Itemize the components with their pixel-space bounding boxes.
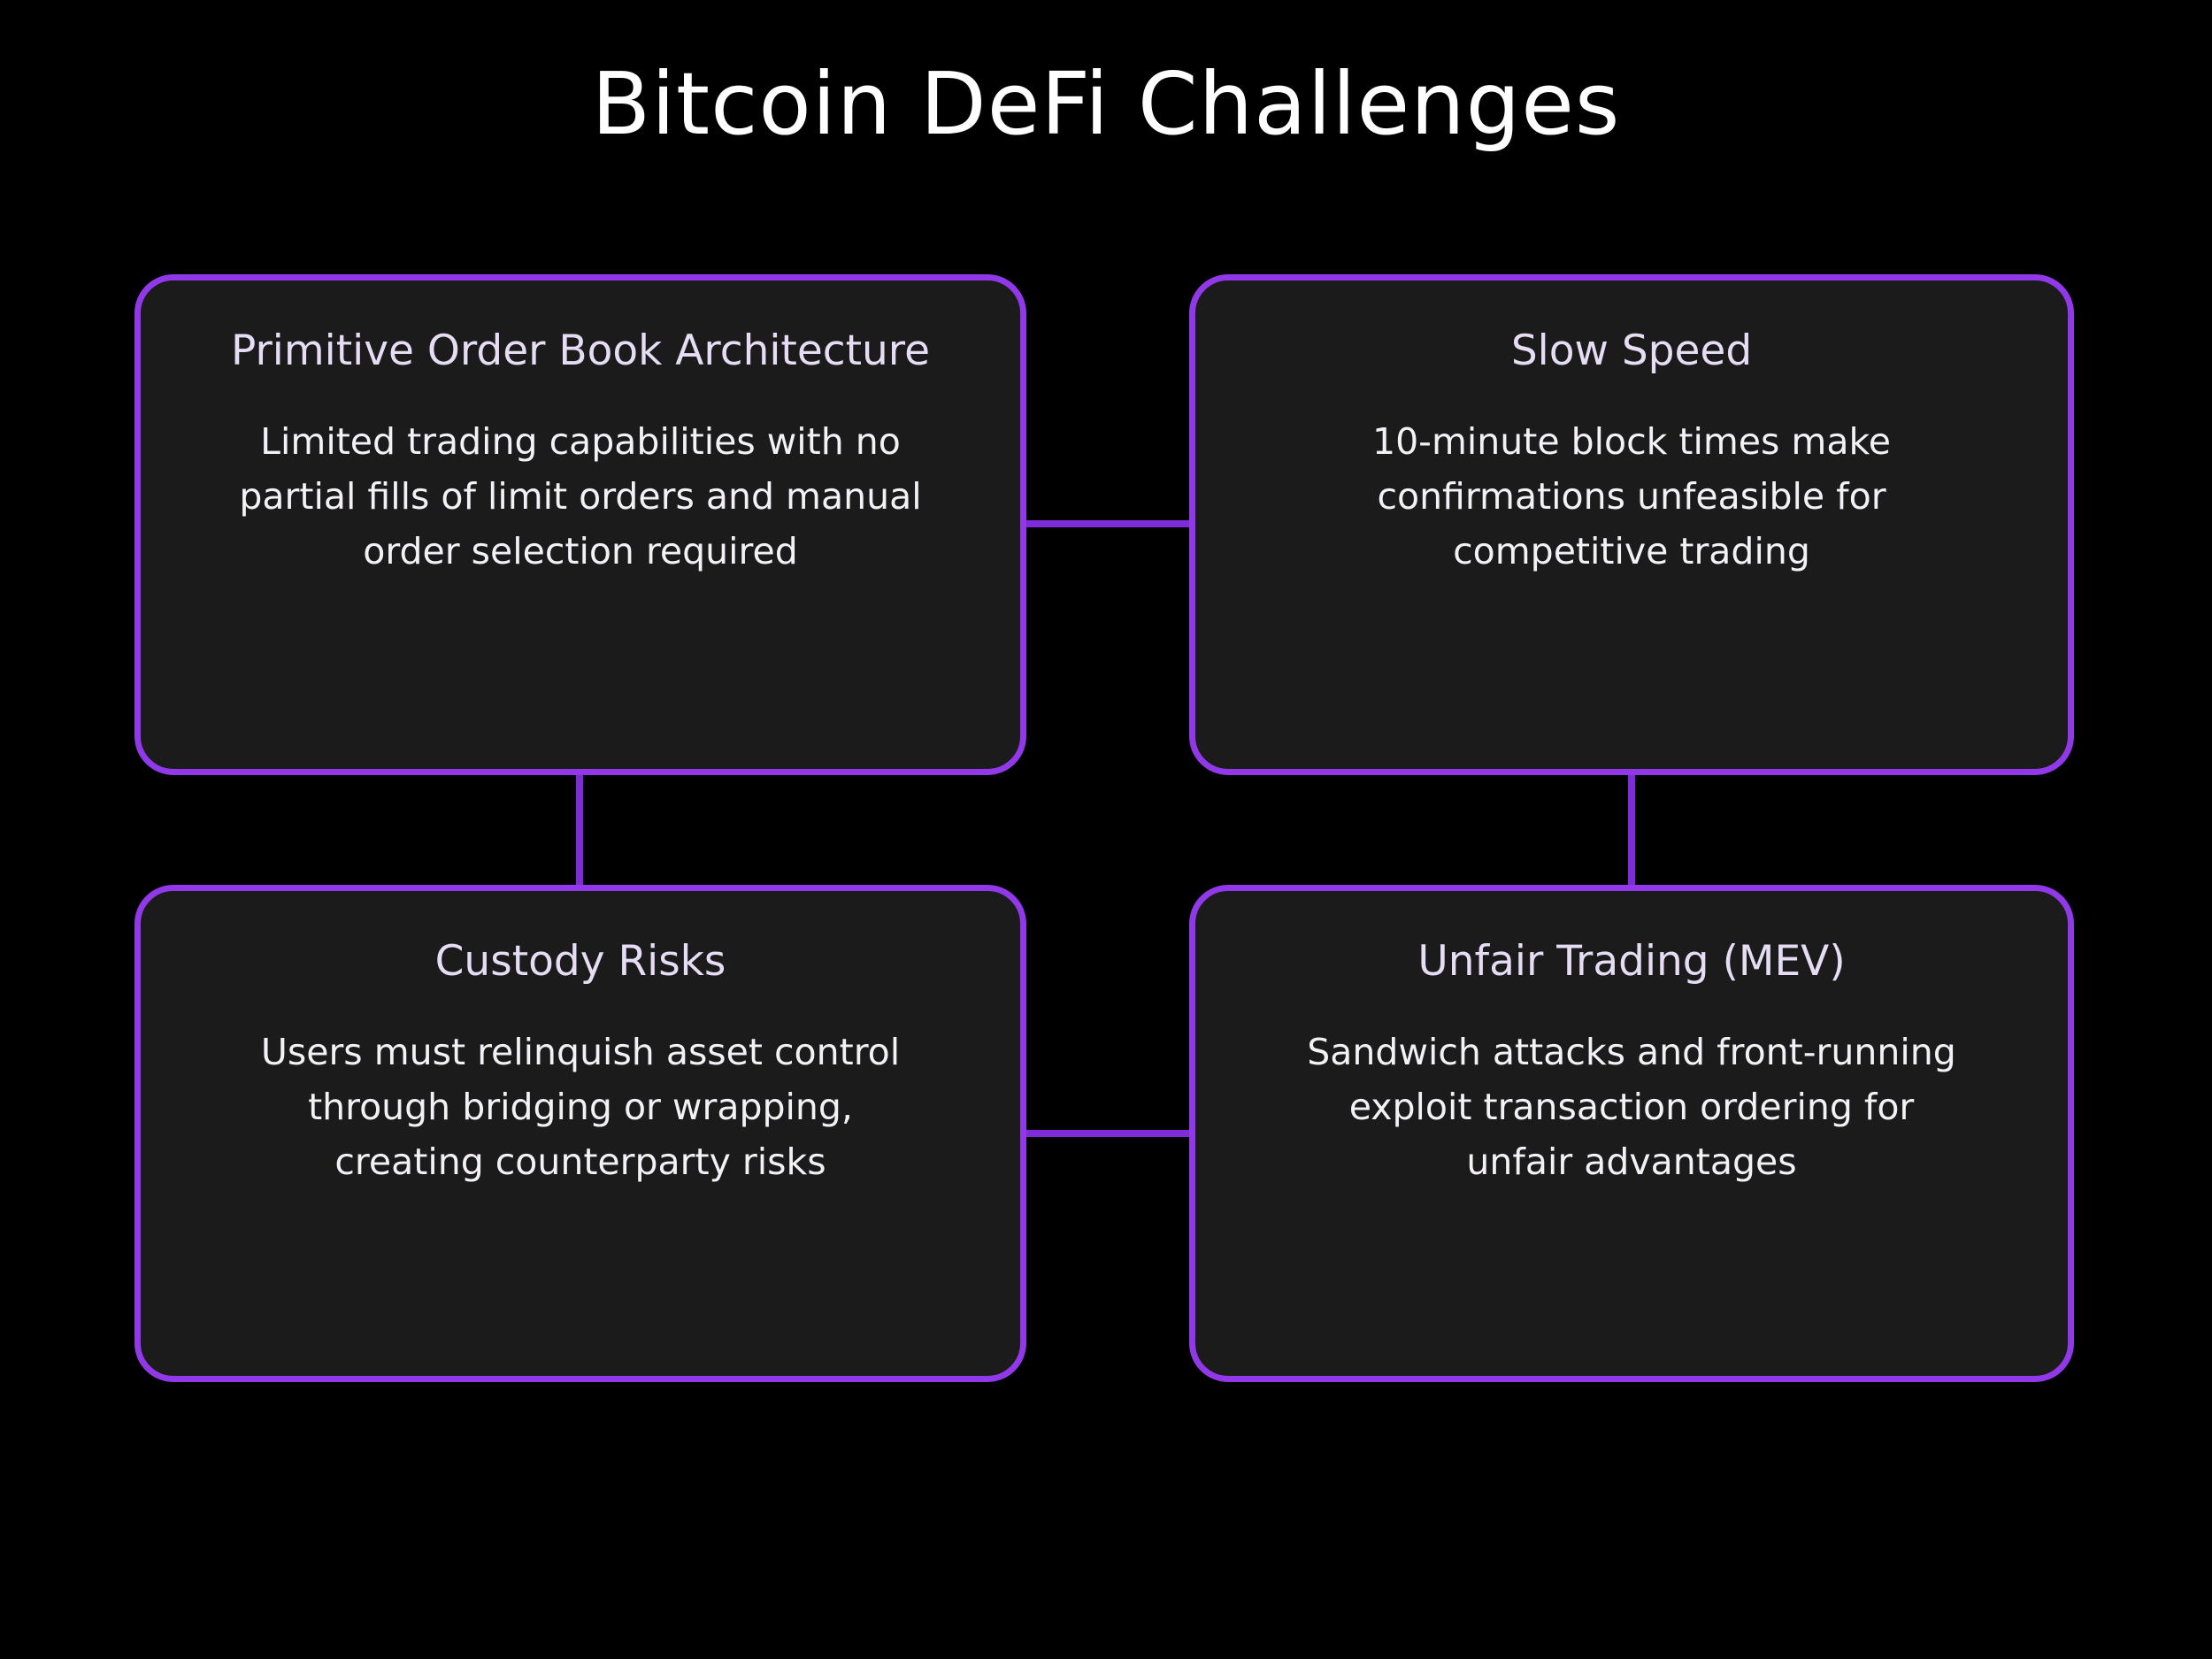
card-unfair-trading-mev-title: Unfair Trading (MEV) <box>1417 937 1846 986</box>
card-primitive-order-book: Primitive Order Book Architecture Limite… <box>134 274 1026 775</box>
card-custody-risks-title: Custody Risks <box>434 937 726 986</box>
diagram-title: Bitcoin DeFi Challenges <box>591 54 1621 154</box>
card-primitive-order-book-title: Primitive Order Book Architecture <box>230 326 931 375</box>
card-unfair-trading-mev: Unfair Trading (MEV) Sandwich attacks an… <box>1189 885 2074 1382</box>
connector-right-vertical <box>1628 770 1635 890</box>
connector-top-horizontal <box>1018 520 1198 527</box>
connector-bottom-horizontal <box>1018 1130 1198 1137</box>
card-slow-speed-title: Slow Speed <box>1510 326 1753 375</box>
connector-left-vertical <box>576 770 583 890</box>
card-custody-risks: Custody Risks Users must relinquish asse… <box>134 885 1026 1382</box>
